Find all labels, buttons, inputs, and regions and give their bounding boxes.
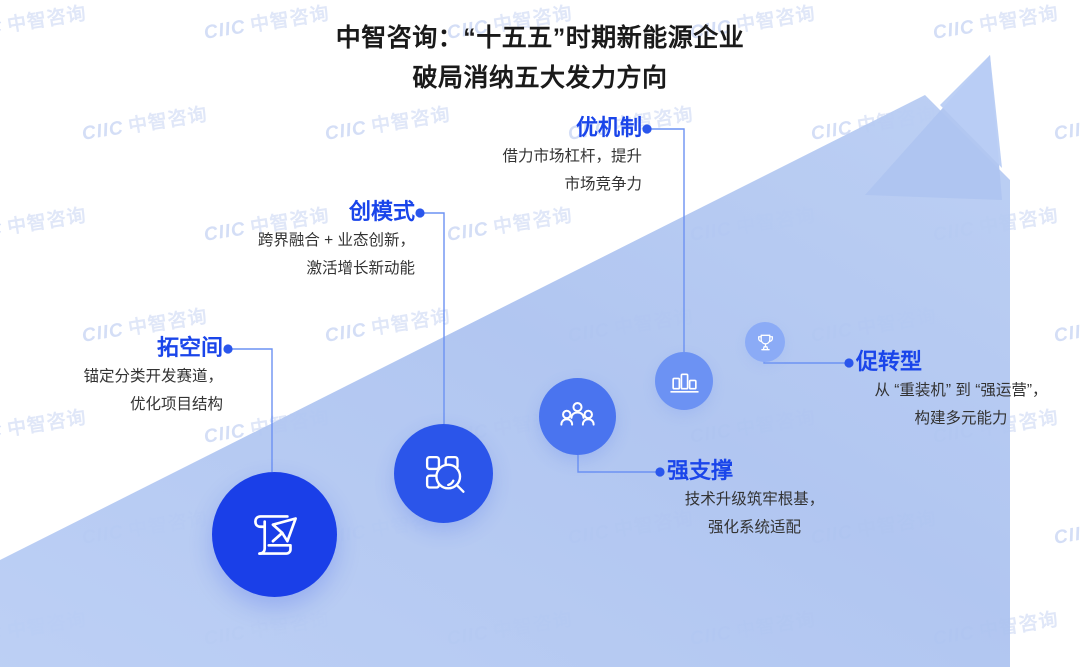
watermark-item: CIIC中智咨询	[809, 104, 939, 145]
step-desc-2-line2: 激活增长新动能	[306, 260, 415, 277]
step-heading-5: 促转型	[856, 349, 923, 374]
scroll-paper-plane-icon	[242, 502, 308, 568]
step-desc-3-line1: 借力市场杠杆，提升	[502, 148, 642, 165]
watermark-item: CIIC中智咨询	[809, 306, 939, 347]
step-desc-1-line1: 锚定分类开发赛道，	[83, 368, 223, 385]
watermark-item: CIIC中智咨询	[1052, 319, 1080, 347]
node-circle-2[interactable]	[394, 424, 493, 523]
watermark-item: CIIC中智咨询	[0, 609, 89, 650]
watermark-item: CIIC中智咨询	[931, 205, 1061, 246]
watermark-item: CIIC中智咨询	[566, 306, 696, 347]
watermark-item: CIIC中智咨询	[931, 609, 1061, 650]
trophy-icon	[754, 331, 777, 354]
people-group-icon	[556, 395, 599, 438]
step-desc-5-line1: 从 “重装机” 到 “强运营”，	[874, 382, 1048, 399]
watermark-item: CIIC中智咨询	[80, 508, 210, 549]
step-block-5: 促转型 从 “重装机” 到 “强运营”， 构建多元能力	[856, 347, 1066, 433]
step-desc-5-line2: 构建多元能力	[914, 410, 1008, 427]
podium-ranking-icon	[668, 365, 701, 398]
watermark-item: CIIC中智咨询	[688, 609, 818, 650]
node-circle-5[interactable]	[745, 322, 785, 362]
watermark-item: CIIC中智咨询	[202, 609, 332, 650]
step-block-3: 优机制 借力市场杠杆，提升 市场竞争力	[440, 113, 642, 199]
step-desc-1-line2: 优化项目结构	[129, 396, 223, 413]
step-heading-4: 强支撑	[667, 458, 734, 483]
title-line-1: 中智咨询：“十五五”时期新能源企业	[335, 24, 745, 52]
blocks-magnifier-icon	[417, 447, 471, 501]
watermark-item: CIIC中智咨询	[688, 205, 818, 246]
watermark-item: CIIC中智咨询	[445, 609, 575, 650]
node-circle-3[interactable]	[539, 378, 616, 455]
watermark-item: CIIC中智咨询	[688, 407, 818, 448]
watermark-item: CIIC中智咨询	[323, 306, 453, 347]
watermark-item: CIIC中智咨询	[445, 205, 575, 246]
step-desc-2-line1: 跨界融合 + 业态创新，	[257, 232, 415, 249]
node-circle-4[interactable]	[655, 352, 713, 410]
watermark-item: CIIC中智咨询	[1052, 117, 1080, 145]
step-block-1: 拓空间 锚定分类开发赛道， 优化项目结构	[18, 333, 223, 419]
watermark-item: CIIC中智咨询	[323, 104, 453, 145]
page-title: 中智咨询：“十五五”时期新能源企业 破局消纳五大发力方向	[0, 18, 1080, 98]
watermark-item: CIIC中智咨询	[1052, 521, 1080, 549]
step-heading-2: 创模式	[348, 199, 415, 224]
node-circle-1[interactable]	[212, 472, 337, 597]
step-desc-4-line1: 技术升级筑牢根基，	[684, 491, 825, 508]
title-line-2: 破局消纳五大发力方向	[412, 64, 668, 92]
watermark-item: CIIC中智咨询	[80, 104, 210, 145]
watermark-item: CIIC中智咨询	[0, 205, 89, 246]
step-desc-3-line2: 市场竞争力	[564, 176, 642, 193]
step-block-2: 创模式 跨界融合 + 业态创新， 激活增长新动能	[200, 197, 415, 283]
step-block-4: 强支撑 技术升级筑牢根基， 强化系统适配	[667, 456, 842, 542]
step-desc-4-line2: 强化系统适配	[707, 519, 801, 536]
step-heading-1: 拓空间	[156, 335, 223, 360]
step-heading-3: 优机制	[575, 115, 642, 140]
